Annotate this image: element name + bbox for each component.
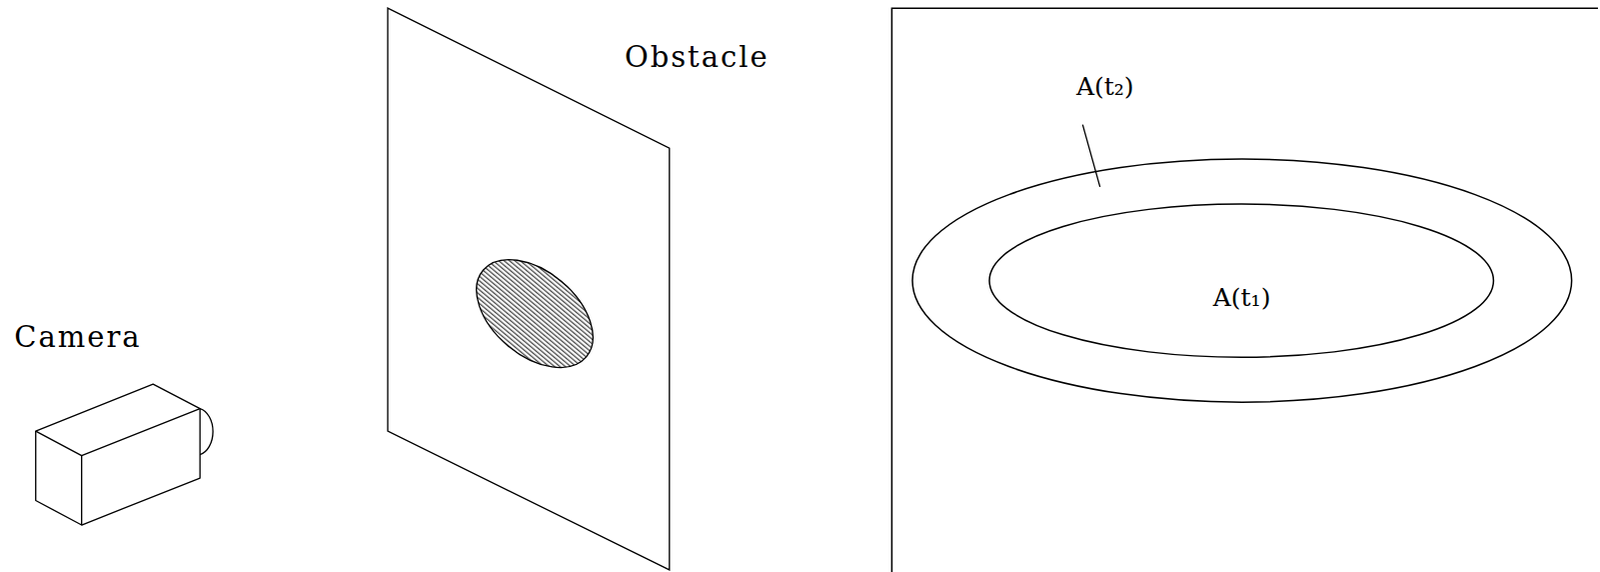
obstacle-label: Obstacle: [624, 42, 770, 72]
leader-line: [1082, 124, 1100, 187]
ellipse-shape: [912, 158, 1573, 402]
region-ellipse: A(t₂)A(t₁): [911, 157, 1574, 403]
region-label: A(t₂): [1076, 73, 1135, 99]
obstacle-shadow: [455, 237, 613, 389]
obstacle-plane: [387, 7, 670, 570]
image-frame: [891, 7, 1599, 572]
ellipse-outline: [988, 202, 1495, 358]
region-label: A(t₁): [1213, 284, 1272, 310]
ellipse-outline: [911, 157, 1574, 403]
ellipse-shape: [989, 203, 1494, 357]
camera-label: Camera: [13, 322, 141, 352]
camera-symbol: [35, 383, 213, 525]
region-ellipse: A(t₁): [988, 202, 1495, 358]
